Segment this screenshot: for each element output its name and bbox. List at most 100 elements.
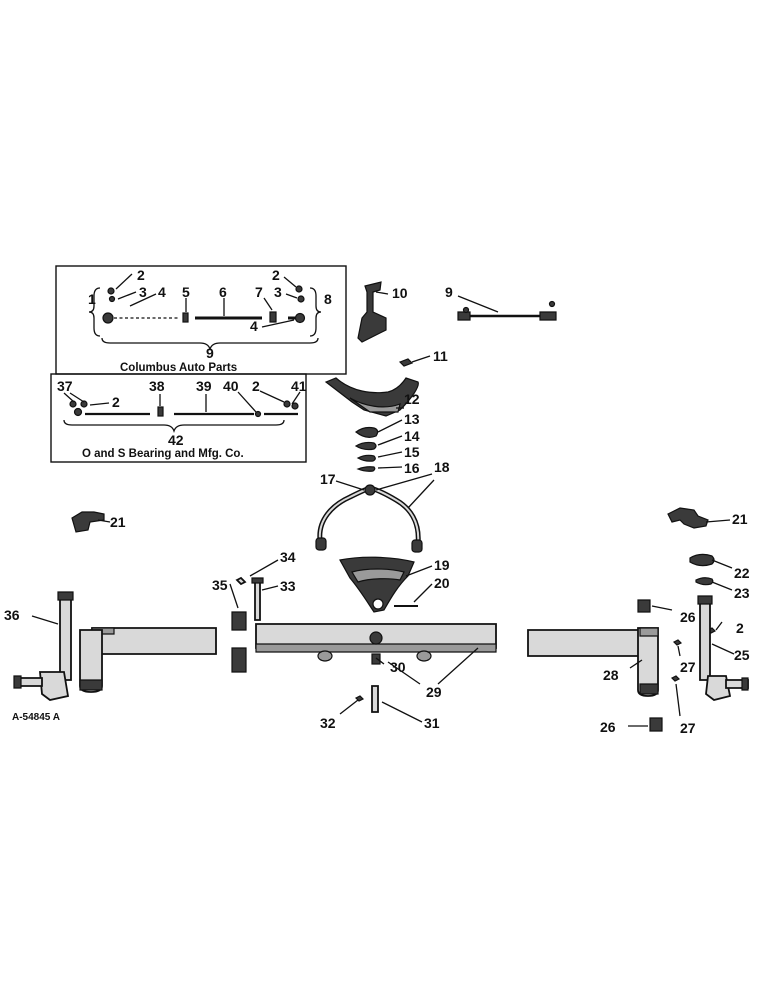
clamp-7	[269, 311, 277, 323]
support-19: 19 20	[339, 556, 450, 613]
leader-7	[263, 297, 273, 311]
label-27-bottom: 27	[680, 720, 696, 736]
clamp-5	[182, 312, 189, 323]
label-28: 28	[603, 667, 619, 683]
label-12: 12	[404, 391, 420, 407]
label-assembly-42: 42	[168, 432, 184, 448]
label-35: 35	[212, 577, 228, 593]
label-22: 22	[734, 565, 750, 581]
label-13: 13	[404, 411, 420, 427]
brace-bottom-2	[63, 419, 285, 434]
label-2b: 2	[272, 267, 280, 283]
label-9: 9	[445, 284, 453, 300]
leader-3b	[285, 293, 298, 299]
label-2c: 2	[112, 394, 120, 410]
shims-13-16: 13 14 15 16	[354, 411, 420, 476]
steering-arm-21-left: 21	[71, 511, 126, 533]
label-21-right: 21	[732, 511, 748, 527]
leader-37	[63, 392, 85, 403]
label-31: 31	[424, 715, 440, 731]
leader-40	[237, 391, 257, 413]
bracket-12: 12	[324, 377, 420, 417]
bolt-11: 11	[398, 348, 448, 367]
center-axle-29: 30 29	[255, 623, 497, 700]
spindle-25: 25	[697, 595, 750, 701]
label-41: 41	[291, 378, 307, 394]
axle-extension-28: 28	[527, 627, 659, 697]
leader-2d	[259, 390, 285, 403]
nut-41a	[283, 400, 291, 408]
ball-joint-right	[294, 312, 306, 324]
label-26-top: 26	[680, 609, 696, 625]
label-14: 14	[404, 428, 420, 444]
label-6: 6	[219, 284, 227, 300]
label-37: 37	[57, 378, 73, 394]
inset-oands-frame	[50, 373, 307, 463]
radius-rod-18: 17 18	[315, 459, 450, 553]
label-1: 1	[88, 291, 96, 307]
pins-31-32: 31 32	[320, 685, 440, 731]
brace-bottom	[101, 337, 319, 352]
leader-2a	[115, 273, 133, 290]
nut-2-right	[295, 285, 303, 293]
label-18: 18	[434, 459, 450, 475]
nut-2-left	[107, 287, 115, 295]
label-17: 17	[320, 471, 336, 487]
label-2-right: 2	[736, 620, 744, 636]
brace-right	[309, 287, 322, 337]
nut-37b	[80, 400, 88, 408]
label-8: 8	[324, 291, 332, 307]
clamp-38	[157, 406, 164, 417]
label-3b: 3	[274, 284, 282, 300]
washer-3-left	[108, 295, 116, 303]
label-3a: 3	[139, 284, 147, 300]
label-20: 20	[434, 575, 450, 591]
label-33: 33	[280, 578, 296, 594]
axle-extension-left	[79, 627, 217, 693]
ball-stud-left	[73, 407, 83, 417]
label-7: 7	[255, 284, 263, 300]
nut-41b	[291, 402, 299, 410]
label-36: 36	[4, 607, 20, 623]
caption-columbus: Columbus Auto Parts	[120, 362, 237, 374]
leader-2b	[283, 276, 297, 288]
tie-rod-end-left	[102, 312, 114, 324]
label-5: 5	[182, 284, 190, 300]
caption-oands: O and S Bearing and Mfg. Co.	[82, 448, 244, 460]
label-34: 34	[280, 549, 296, 565]
label-27-top: 27	[680, 659, 696, 675]
label-39: 39	[196, 378, 212, 394]
clamp-40	[254, 410, 262, 418]
brace-left	[88, 287, 101, 337]
label-30: 30	[390, 659, 406, 675]
label-40: 40	[223, 378, 239, 394]
label-15: 15	[404, 444, 420, 460]
label-21-left: 21	[110, 514, 126, 530]
steering-arm-21-right: 21	[667, 507, 748, 529]
leader-2c	[89, 402, 110, 406]
label-10: 10	[392, 285, 408, 301]
label-2d: 2	[252, 378, 260, 394]
leader-4b	[261, 319, 295, 328]
label-32: 32	[320, 715, 336, 731]
label-16: 16	[404, 460, 420, 476]
spindle-36: 36	[4, 591, 74, 701]
inset-columbus-auto-parts: 1 2 3 4 5 6 7 2 3 8 4 9 Columbus Auto Pa…	[55, 265, 347, 375]
label-19: 19	[434, 557, 450, 573]
label-4b: 4	[250, 318, 258, 334]
leader-3a	[117, 291, 137, 300]
label-2a: 2	[137, 267, 145, 283]
drawing-code: A-54845 A	[12, 712, 60, 723]
label-25: 25	[734, 647, 750, 663]
tie-rod-assembly-9: 9	[445, 284, 557, 321]
label-38: 38	[149, 378, 165, 394]
label-23: 23	[734, 585, 750, 601]
washer-3-right	[297, 295, 305, 303]
inset-o-and-s-bearing: 37 2 38 39 40 2 41 42 O and S Bearing an…	[50, 373, 307, 463]
steering-arm-10: 10	[357, 281, 408, 343]
leader-4a	[129, 293, 157, 307]
label-26-bottom: 26	[600, 719, 616, 735]
leader-10	[375, 291, 389, 295]
bolts-33-35: 34 33 35	[212, 549, 296, 673]
